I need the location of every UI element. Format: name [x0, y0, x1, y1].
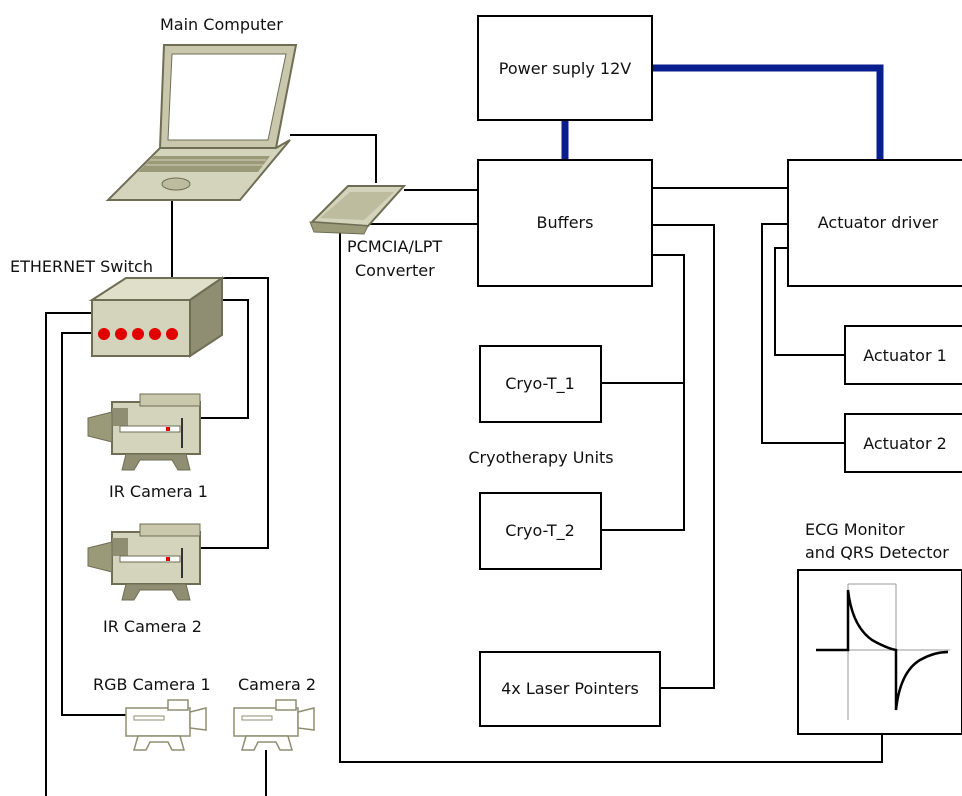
power-supply-box: Power suply 12V [477, 15, 653, 121]
buffers-label: Buffers [537, 213, 594, 232]
actuator-2-label: Actuator 2 [863, 434, 947, 453]
video-camera-icon [87, 393, 201, 471]
switch-led-icon [166, 328, 178, 340]
switch-led-icon [115, 328, 127, 340]
cryo-t1-label: Cryo-T_1 [505, 374, 575, 394]
cryo-t2-label: Cryo-T_2 [505, 521, 575, 541]
laser-pointers-box: 4x Laser Pointers [479, 651, 661, 727]
switch-led-icon [149, 328, 161, 340]
ethernet-switch-icon [88, 276, 226, 358]
pcmcia-card-icon [309, 185, 407, 235]
cryotherapy-units-label: Cryotherapy Units [468, 448, 613, 467]
ethernet-switch-label: ETHERNET Switch [10, 257, 153, 276]
cryo-t1-box: Cryo-T_1 [479, 345, 602, 423]
main-computer-label: Main Computer [160, 15, 283, 34]
actuator-driver-box: Actuator driver [787, 159, 962, 287]
laser-pointers-label: 4x Laser Pointers [501, 679, 639, 698]
camera-outline-icon [233, 699, 315, 751]
ir-camera-2-label: IR Camera 2 [103, 617, 202, 636]
ecg-monitor-box [797, 569, 962, 735]
power-supply-label: Power suply 12V [499, 59, 631, 78]
camera-outline-icon [125, 699, 207, 751]
video-camera-icon [87, 523, 201, 601]
pcmcia-converter-label-1: PCMCIA/LPT [347, 237, 442, 256]
camera-2-label: Camera 2 [238, 675, 316, 694]
actuator-1-label: Actuator 1 [863, 346, 947, 365]
connection-wires [45, 134, 883, 796]
ecg-label-1: ECG Monitor [805, 520, 905, 539]
switch-led-icon [98, 328, 110, 340]
actuator-2-box: Actuator 2 [844, 413, 962, 473]
laptop-icon [105, 44, 298, 201]
switch-led-icon [132, 328, 144, 340]
rgb-camera-1-label: RGB Camera 1 [93, 675, 211, 694]
pcmcia-converter-label-2: Converter [355, 261, 435, 280]
actuator-1-box: Actuator 1 [844, 325, 962, 385]
buffers-box: Buffers [477, 159, 653, 287]
ecg-label-2: and QRS Detector [805, 543, 949, 562]
power-lines [561, 64, 884, 160]
actuator-driver-label: Actuator driver [818, 213, 939, 232]
ecg-waveform-icon [816, 583, 950, 720]
ir-camera-1-label: IR Camera 1 [109, 482, 208, 501]
cryo-t2-box: Cryo-T_2 [479, 492, 602, 570]
